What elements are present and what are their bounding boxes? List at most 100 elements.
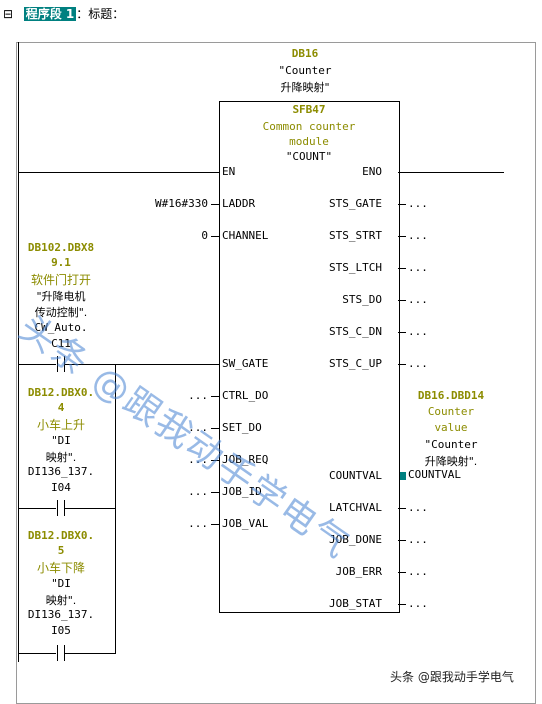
contact3-comment: 小车下降 bbox=[36, 561, 85, 575]
countval-comment-2: value bbox=[434, 421, 468, 434]
contact3-symbol-2: 映射". bbox=[45, 594, 77, 607]
sts-do-value[interactable]: ... bbox=[408, 293, 428, 306]
sts-ltch-value[interactable]: ... bbox=[408, 261, 428, 274]
job-done-value[interactable]: ... bbox=[408, 533, 428, 546]
network-header: ⊟ 程序段 1：标题： bbox=[3, 5, 124, 21]
contact2-comment: 小车上升 bbox=[36, 418, 85, 432]
function-block-box[interactable] bbox=[219, 101, 400, 613]
pin-job-err[interactable]: JOB_ERR bbox=[335, 565, 382, 578]
sts-gate-wire bbox=[398, 204, 406, 205]
pin-job-val[interactable]: JOB_VAL bbox=[222, 517, 269, 530]
sts-c-dn-wire bbox=[398, 332, 406, 333]
fb-desc-1: Common counter bbox=[262, 120, 356, 133]
job-stat-wire bbox=[398, 604, 406, 605]
branch-line bbox=[115, 364, 116, 654]
contact3-rung-right bbox=[65, 653, 116, 654]
sts-do-wire bbox=[398, 300, 406, 301]
contact2-symbol-1: "DI bbox=[51, 434, 71, 447]
instance-db[interactable]: DB16 bbox=[291, 47, 319, 60]
contact2-symbol-4: I04 bbox=[51, 481, 71, 494]
laddr-value[interactable]: W#16#330 bbox=[155, 197, 208, 210]
contact1-right-bar[interactable] bbox=[64, 356, 65, 372]
pin-countval[interactable]: COUNTVAL bbox=[329, 469, 382, 482]
sts-strt-wire bbox=[398, 236, 406, 237]
contact3-address-1[interactable]: DB12.DBX0. bbox=[27, 529, 95, 542]
sts-ltch-wire bbox=[398, 268, 406, 269]
pin-ctrl-do[interactable]: CTRL_DO bbox=[222, 389, 269, 402]
pin-sts-strt[interactable]: STS_STRT bbox=[329, 229, 382, 242]
job-err-value[interactable]: ... bbox=[408, 565, 428, 578]
contact1-symbol-1: "升降电机 bbox=[36, 290, 86, 303]
collapse-toggle-icon[interactable]: ⊟ bbox=[3, 7, 14, 21]
network-title-label: ：标题： bbox=[76, 7, 125, 21]
contact2-symbol-2: 映射". bbox=[45, 451, 77, 464]
instance-db-comment-2: 升降映射" bbox=[280, 81, 330, 94]
sts-c-up-value[interactable]: ... bbox=[408, 357, 428, 370]
set-do-value[interactable]: ... bbox=[188, 421, 208, 434]
fb-desc-3: "COUNT" bbox=[285, 150, 333, 163]
eno-line bbox=[398, 172, 504, 173]
job-err-wire bbox=[398, 572, 406, 573]
contact2-address-1[interactable]: DB12.DBX0. bbox=[27, 386, 95, 399]
pin-sts-do[interactable]: STS_DO bbox=[342, 293, 382, 306]
pin-set-do[interactable]: SET_DO bbox=[222, 421, 262, 434]
job-req-value[interactable]: ... bbox=[188, 453, 208, 466]
sw-gate-rung-right bbox=[65, 364, 219, 365]
set-do-wire bbox=[211, 428, 219, 429]
countval-symbol-3: COUNTVAL bbox=[408, 468, 461, 481]
contact1-address-1[interactable]: DB102.DBX8 bbox=[27, 241, 95, 254]
contact2-right-bar[interactable] bbox=[64, 500, 65, 516]
latchval-value[interactable]: ... bbox=[408, 501, 428, 514]
job-id-value[interactable]: ... bbox=[188, 485, 208, 498]
footer-caption: 头条 @跟我动手学电气 bbox=[388, 668, 516, 685]
sts-gate-value[interactable]: ... bbox=[408, 197, 428, 210]
ctrl-do-value[interactable]: ... bbox=[188, 389, 208, 402]
countval-symbol-2: 升降映射". bbox=[424, 455, 478, 468]
countval-marker bbox=[400, 472, 406, 480]
instance-db-comment-1: "Counter bbox=[278, 64, 332, 77]
laddr-wire bbox=[211, 204, 219, 205]
contact3-left-bar[interactable] bbox=[57, 645, 58, 661]
countval-comment-1: Counter bbox=[427, 405, 475, 418]
contact3-address-2: 5 bbox=[57, 544, 65, 557]
contact1-comment: 软件门打开 bbox=[30, 273, 91, 287]
pin-job-req[interactable]: JOB_REQ bbox=[222, 453, 269, 466]
fb-desc-2: module bbox=[289, 135, 329, 148]
en-rung-line bbox=[18, 172, 219, 173]
pin-sw-gate[interactable]: SW_GATE bbox=[222, 357, 269, 370]
pin-job-stat[interactable]: JOB_STAT bbox=[329, 597, 382, 610]
contact2-left-bar[interactable] bbox=[57, 500, 58, 516]
pin-channel[interactable]: CHANNEL bbox=[222, 229, 269, 242]
job-done-wire bbox=[398, 540, 406, 541]
pin-job-done[interactable]: JOB_DONE bbox=[329, 533, 382, 546]
sts-strt-value[interactable]: ... bbox=[408, 229, 428, 242]
contact1-address-2: 9.1 bbox=[51, 256, 71, 269]
contact2-address-2: 4 bbox=[57, 401, 65, 414]
pin-eno[interactable]: ENO bbox=[362, 165, 382, 178]
channel-value[interactable]: 0 bbox=[201, 229, 208, 242]
job-val-value[interactable]: ... bbox=[188, 517, 208, 530]
latchval-wire bbox=[398, 508, 406, 509]
contact1-symbol-3: CW_Auto. bbox=[34, 321, 88, 334]
network-name[interactable]: 程序段 1 bbox=[23, 7, 77, 21]
pin-laddr[interactable]: LADDR bbox=[222, 197, 256, 210]
pin-sts-ltch[interactable]: STS_LTCH bbox=[329, 261, 382, 274]
job-id-wire bbox=[211, 492, 219, 493]
power-rail bbox=[18, 42, 19, 662]
pin-en[interactable]: EN bbox=[222, 165, 236, 178]
sts-c-dn-value[interactable]: ... bbox=[408, 325, 428, 338]
contact3-right-bar[interactable] bbox=[64, 645, 65, 661]
ctrl-do-wire bbox=[211, 396, 219, 397]
pin-job-id[interactable]: JOB_ID bbox=[222, 485, 262, 498]
pin-sts-c-dn[interactable]: STS_C_DN bbox=[329, 325, 382, 338]
contact1-left-bar[interactable] bbox=[57, 356, 58, 372]
job-stat-value[interactable]: ... bbox=[408, 597, 428, 610]
pin-latchval[interactable]: LATCHVAL bbox=[329, 501, 382, 514]
pin-sts-c-up[interactable]: STS_C_UP bbox=[329, 357, 382, 370]
countval-address[interactable]: DB16.DBD14 bbox=[417, 389, 485, 402]
contact2-rung-right bbox=[65, 508, 116, 509]
contact1-symbol-4: C11 bbox=[51, 337, 71, 350]
pin-sts-gate[interactable]: STS_GATE bbox=[329, 197, 382, 210]
contact3-symbol-3: DI136_137. bbox=[27, 608, 95, 621]
contact3-symbol-1: "DI bbox=[51, 577, 71, 590]
